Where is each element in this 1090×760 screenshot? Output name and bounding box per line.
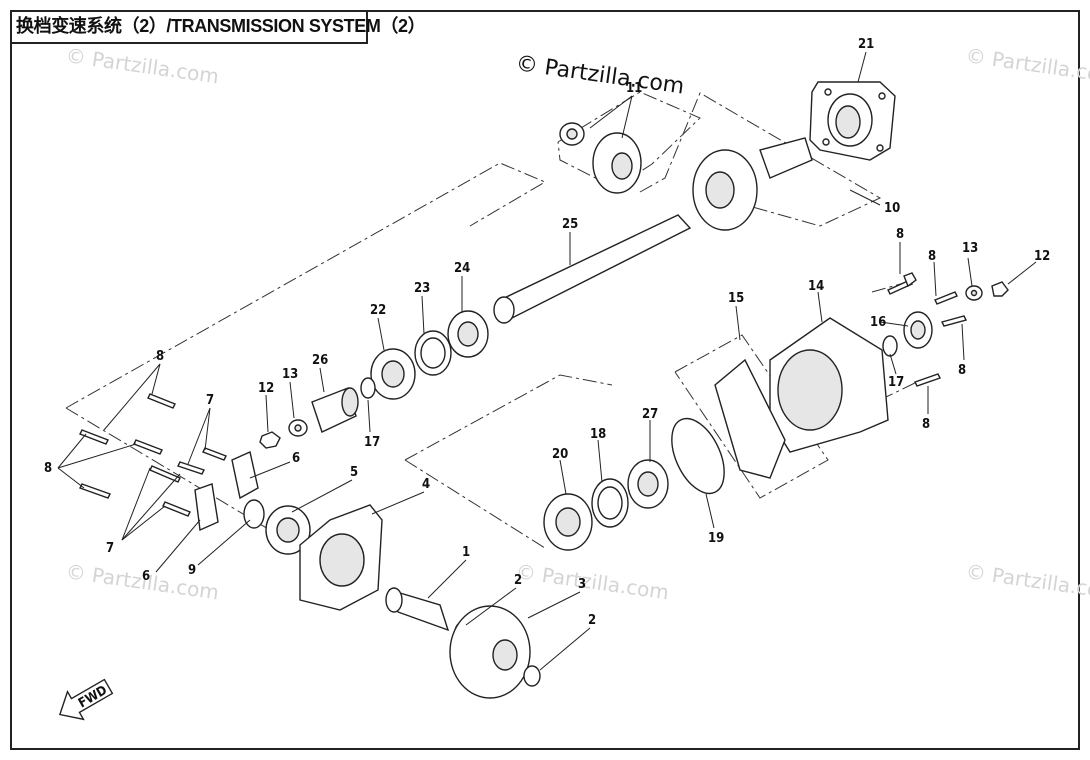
- callout-19: 19: [708, 531, 724, 546]
- callout-23: 23: [414, 281, 430, 296]
- part-15-gasket: [714, 358, 786, 479]
- watermark-bottom-right: © Partzilla.com: [964, 559, 1090, 604]
- callout-3: 3: [578, 577, 586, 592]
- callout-14: 14: [808, 279, 824, 294]
- callout-6-lower: 6: [142, 569, 150, 584]
- bolts-8-left: [79, 393, 181, 499]
- bolts-8-right: [887, 272, 968, 387]
- watermark-main: © Partzilla.com: [514, 51, 686, 99]
- part-3-driven-gear: [449, 605, 531, 699]
- callout-12-left: 12: [258, 381, 274, 396]
- part-13-washer-right: [965, 285, 983, 301]
- callout-22: 22: [370, 303, 386, 318]
- callout-27: 27: [642, 407, 658, 422]
- callout-12-right: 12: [1034, 249, 1050, 264]
- part-20-bearing: [543, 493, 593, 551]
- callout-8-right-mid: 8: [928, 249, 936, 264]
- part-callouts: 1 2 3 2 4 5 6 6 7 7 8 8 8 9 10 11 12 13 …: [44, 37, 1050, 628]
- diagram-frame: [10, 10, 1080, 750]
- part-10-bevel-gear-shaft: [692, 137, 813, 231]
- part-13-washer-left: [288, 419, 308, 437]
- callout-8-right-lower: 8: [958, 363, 966, 378]
- part-2-snap-ring-lower: [523, 665, 541, 687]
- callout-10: 10: [884, 201, 900, 216]
- part-5-bearing: [265, 505, 311, 555]
- assembly-outline-lower: [404, 374, 613, 461]
- part-9-oil-seal: [243, 499, 265, 529]
- callout-2-lower: 2: [588, 613, 596, 628]
- part-24-bearing: [447, 310, 489, 358]
- part-12-bolt-left: [259, 431, 281, 449]
- callout-18: 18: [590, 427, 606, 442]
- callout-26: 26: [312, 353, 328, 368]
- callout-7-lower: 7: [106, 541, 114, 556]
- part-27-bearing: [627, 459, 669, 509]
- bolt-axis-right-2: [879, 377, 926, 401]
- part-12-bolt-right: [991, 281, 1009, 297]
- watermark-bottom-center: © Partzilla.com: [514, 559, 670, 604]
- callout-8-right-top: 8: [896, 227, 904, 242]
- assembly-outline-gear: [557, 91, 701, 189]
- assembly-outline-left: [65, 162, 547, 409]
- callout-2-upper: 2: [514, 573, 522, 588]
- callout-1: 1: [462, 545, 470, 560]
- part-26-sleeve: [311, 387, 359, 433]
- part-22-bearing: [370, 348, 416, 400]
- part-18-washer: [591, 478, 629, 528]
- watermark-top-left: © Partzilla.com: [64, 43, 220, 88]
- part-17-oring-left: [360, 377, 376, 399]
- callout-9: 9: [188, 563, 196, 578]
- callout-13-left: 13: [282, 367, 298, 382]
- part-21-flange: [809, 81, 896, 161]
- callout-8-left-lower: 8: [44, 461, 52, 476]
- watermark-top-right: © Partzilla.com: [964, 43, 1090, 88]
- part-14-cover: [769, 317, 889, 453]
- callout-13-right: 13: [962, 241, 978, 256]
- callout-20: 20: [552, 447, 568, 462]
- gasket-outline: [674, 334, 829, 499]
- callout-5: 5: [350, 465, 358, 480]
- callout-21: 21: [858, 37, 874, 52]
- callout-17-right: 17: [888, 375, 904, 390]
- assembly-outline-lower-2: [404, 459, 546, 549]
- callout-24: 24: [454, 261, 470, 276]
- fwd-arrow-icon: FWD: [58, 678, 114, 721]
- callout-15: 15: [728, 291, 744, 306]
- part-19-oring: [671, 417, 725, 495]
- callout-17-left: 17: [364, 435, 380, 450]
- callout-8-left-upper: 8: [156, 349, 164, 364]
- callout-4: 4: [422, 477, 430, 492]
- part-1-output-shaft: [385, 587, 450, 632]
- callout-11: 11: [626, 81, 642, 96]
- callout-6-upper: 6: [292, 451, 300, 466]
- callout-8-right-bottom: 8: [922, 417, 930, 432]
- callout-7-upper: 7: [206, 393, 214, 408]
- part-23-washer: [414, 330, 452, 376]
- part-16-seal: [903, 311, 933, 349]
- part-11-driven-gear: [592, 132, 642, 194]
- callout-25: 25: [562, 217, 578, 232]
- part-11-nut: [559, 122, 585, 146]
- part-25-main-shaft: [493, 214, 692, 324]
- page-title: 换档变速系统（2）/TRANSMISSION SYSTEM（2）: [10, 10, 426, 44]
- part-17-oring-right: [882, 335, 898, 357]
- part-6-brackets: [194, 451, 259, 532]
- part-4-housing: [299, 504, 383, 611]
- bolts-7-left: [162, 447, 227, 517]
- callout-16: 16: [870, 315, 886, 330]
- leader-lines: [57, 51, 1037, 671]
